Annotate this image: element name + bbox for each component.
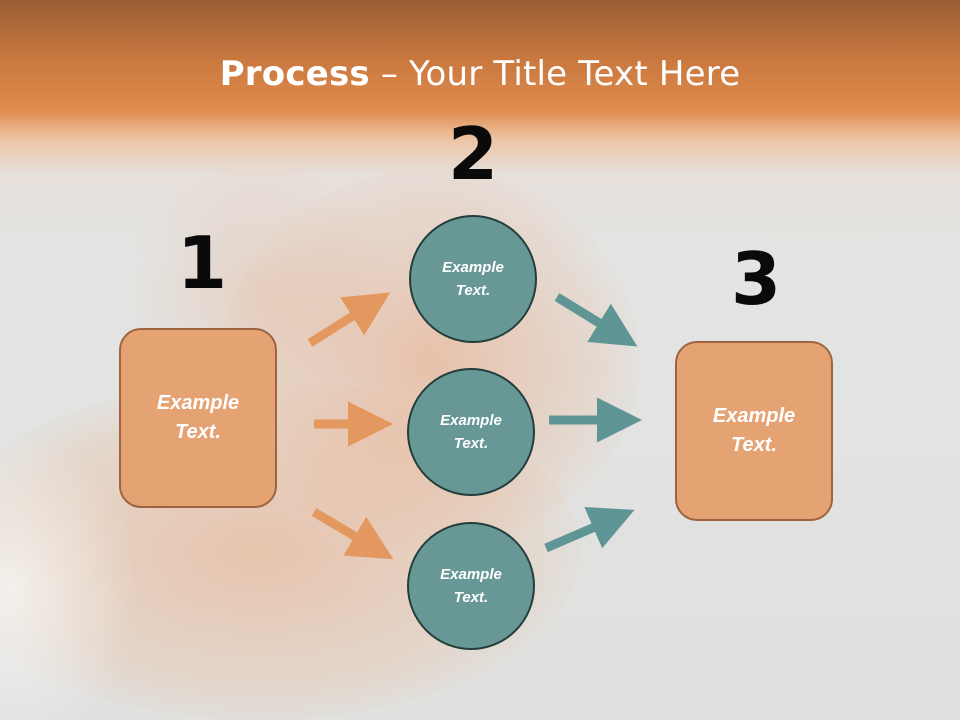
step-number-2: 2 — [448, 112, 499, 196]
slide-title: Process – Your Title Text Here — [0, 52, 960, 96]
right-box-text: Example Text. — [712, 405, 796, 456]
step-number-3: 3 — [731, 237, 782, 321]
title-bold: Process — [219, 54, 370, 94]
arrow-teal-up — [544, 507, 635, 553]
arrow-orange-up — [307, 292, 391, 347]
circle-bottom-text: Example Text. — [440, 566, 502, 606]
left-box-text: Example Text. — [156, 392, 240, 443]
left-example-box: Example Text. — [119, 328, 277, 508]
circle-bottom: Example Text. — [407, 522, 535, 650]
circle-top: Example Text. — [409, 215, 537, 343]
circle-top-text: Example Text. — [442, 259, 504, 299]
circle-middle-text: Example Text. — [440, 412, 502, 452]
circle-middle: Example Text. — [407, 368, 535, 496]
right-example-box: Example Text. — [675, 341, 833, 521]
title-rest: – Your Title Text Here — [369, 54, 741, 94]
arrow-teal-down — [554, 293, 638, 347]
step-number-1: 1 — [177, 221, 228, 305]
arrow-orange-down — [311, 508, 394, 560]
